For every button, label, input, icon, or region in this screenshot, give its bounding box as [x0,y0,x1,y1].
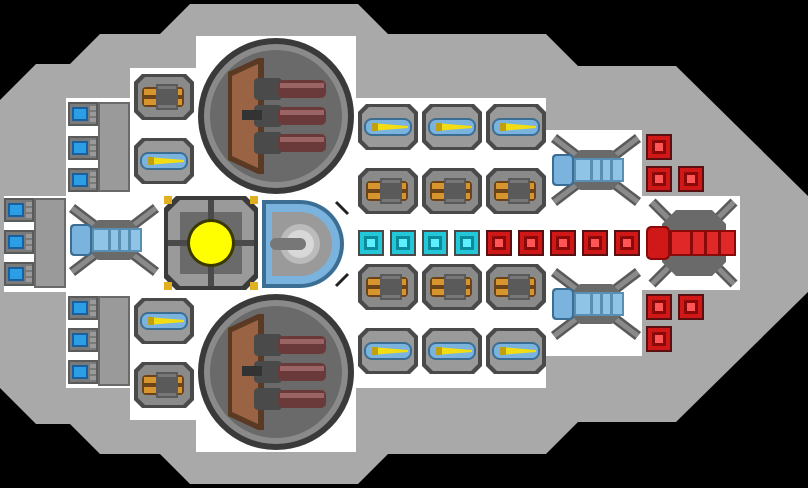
conduit-cell-red [678,166,704,192]
missile-launcher-left-bottom[interactable] [134,298,194,344]
conduit-cell-red [486,230,512,256]
red-beam-cannon[interactable] [646,198,738,288]
missile-launcher-left-top[interactable] [134,138,194,184]
conduit-cell-red [646,134,672,160]
conduit-cell-cyan [454,230,480,256]
cannon-lower-2[interactable] [422,264,482,310]
power-conduit-row [358,230,640,256]
battery-pack-icon [4,198,34,222]
conduit-cell-red [550,230,576,256]
battery-rack-top[interactable] [68,102,130,192]
cannon-lower-1[interactable] [358,264,418,310]
battery-rack-bottom[interactable] [68,296,130,386]
conduit-cell-red [646,294,672,320]
missile-launcher-bottom-1[interactable] [358,328,418,374]
cannon-left-bottom[interactable] [134,362,194,408]
missile-launcher-bottom-3[interactable] [486,328,546,374]
conduit-cell-red [518,230,544,256]
battery-pack-icon [68,360,98,384]
conduit-cell-cyan [358,230,384,256]
conduit-cell-red [646,326,672,352]
cannon-upper-3[interactable] [486,168,546,214]
battery-pack-icon [4,262,34,286]
battery-pack-icon [68,168,98,192]
battery-pack-icon [4,230,34,254]
conduit-cell-red [678,294,704,320]
conduit-cell-red [614,230,640,256]
battery-pack-icon [68,296,98,320]
cannon-upper-2[interactable] [422,168,482,214]
heavy-dome-bottom[interactable] [198,294,354,450]
shield-generator[interactable] [262,200,350,288]
reactor-core[interactable] [164,196,258,290]
battery-pack-icon [68,136,98,160]
conduit-cell-red [582,230,608,256]
battery-pack-icon [68,328,98,352]
missile-launcher-top-3[interactable] [486,104,546,150]
battery-rack-left[interactable] [4,198,66,288]
heavy-dome-top[interactable] [198,38,354,194]
missile-launcher-top-1[interactable] [358,104,418,150]
conduit-cell-red [646,166,672,192]
cannon-upper-1[interactable] [358,168,418,214]
cannon-lower-3[interactable] [486,264,546,310]
missile-launcher-bottom-2[interactable] [422,328,482,374]
missile-launcher-top-2[interactable] [422,104,482,150]
cannon-left-top[interactable] [134,74,194,120]
battery-pack-icon [68,102,98,126]
conduit-cell-cyan [390,230,416,256]
conduit-cell-cyan [422,230,448,256]
